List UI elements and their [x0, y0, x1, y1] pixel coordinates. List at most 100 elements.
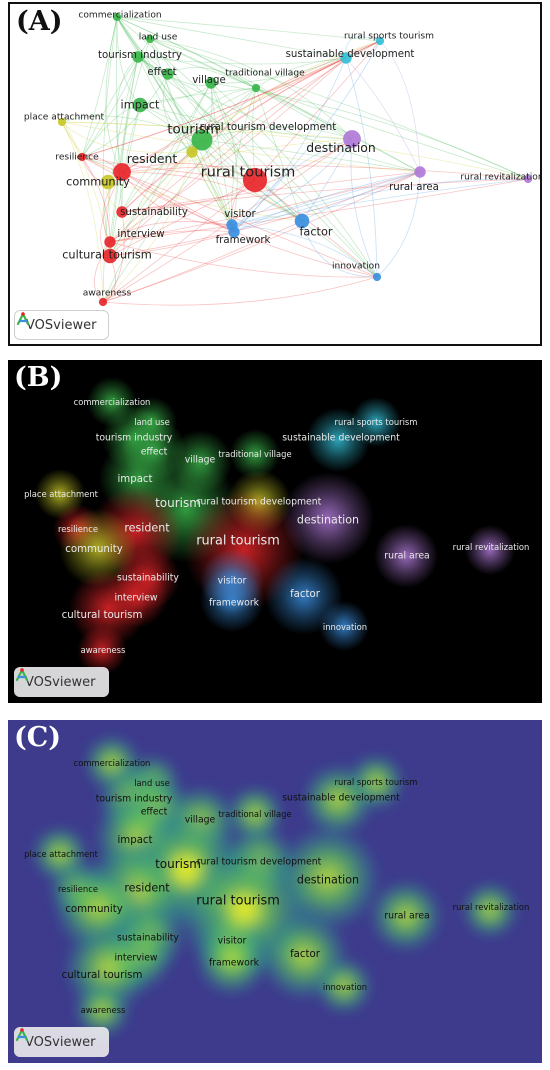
node-label-sustainability: sustainability: [117, 932, 179, 944]
link-edge: [149, 38, 257, 89]
node-label-effect: effect: [140, 806, 168, 818]
node-resilience[interactable]: [77, 152, 87, 162]
link-edge: [116, 16, 381, 42]
link-edge: [191, 151, 303, 222]
node-label-effect: effect: [140, 446, 168, 458]
link-edge: [109, 56, 139, 243]
link-edge: [109, 179, 256, 257]
link-edge: [109, 57, 347, 257]
glow-rural-area: [374, 524, 438, 588]
node-label-commercialization: commercialization: [73, 396, 151, 407]
node-label-tourism: tourism: [155, 857, 201, 871]
node-label-cultural-tourism: cultural tourism: [62, 248, 152, 262]
node-destination[interactable]: [343, 130, 361, 148]
node-rural-tourism[interactable]: [242, 167, 268, 193]
link-edge: [210, 82, 378, 278]
link-edge: [210, 82, 256, 181]
link-edge: [116, 16, 193, 153]
link-group: [61, 16, 529, 306]
link-edge: [109, 230, 235, 243]
link-edge: [109, 151, 193, 257]
node-label-traditional-village: traditional village: [218, 448, 292, 459]
density-blob-rural-area: [370, 880, 442, 952]
link-edge: [109, 171, 421, 243]
link-edge: [102, 276, 378, 306]
node-label-tourism: tourism: [167, 121, 219, 138]
link-edge: [121, 87, 257, 213]
node-village[interactable]: [205, 77, 217, 89]
link-edge: [116, 16, 256, 181]
link-edge: [107, 138, 353, 183]
node-rural-tourism-development[interactable]: [186, 146, 198, 158]
link-edge: [61, 121, 353, 140]
node-place-attachment[interactable]: [57, 117, 67, 127]
node-rural-area[interactable]: [414, 166, 426, 178]
node-traditional-village[interactable]: [251, 83, 261, 93]
vosviewer-logo-text: VOSviewer: [25, 674, 96, 690]
node-label-place-attachment: place attachment: [24, 848, 98, 859]
node-factor[interactable]: [294, 213, 310, 229]
node-interview[interactable]: [104, 236, 116, 248]
link-edge: [109, 151, 193, 243]
link-edge: [121, 171, 233, 226]
node-resident[interactable]: [113, 163, 131, 181]
vosviewer-logo-icon: [16, 311, 30, 326]
link-edge: [102, 151, 193, 303]
link-edge: [149, 38, 235, 233]
link-edge: [376, 171, 421, 278]
node-label-rural-sports-tourism: rural sports tourism: [334, 416, 418, 427]
link-edge: [162, 73, 193, 153]
node-label-framework: framework: [215, 234, 271, 246]
node-tourism-industry[interactable]: [132, 51, 144, 63]
link-edge: [116, 16, 141, 106]
vosviewer-logo-icon: [15, 1027, 29, 1042]
link-edge: [121, 57, 347, 173]
node-commercialization[interactable]: [112, 12, 122, 22]
link-edge: [210, 82, 238, 226]
node-effect[interactable]: [162, 68, 174, 80]
link-edge: [116, 16, 233, 226]
link-edge: [81, 16, 118, 158]
node-rural-sports-tourism[interactable]: [375, 36, 385, 46]
node-cultural-tourism[interactable]: [102, 248, 118, 264]
link-edge: [379, 40, 421, 173]
node-rural-revitalization[interactable]: [523, 174, 533, 184]
node-label-resilience: resilience: [58, 883, 98, 894]
link-edge: [61, 121, 529, 180]
node-land-use[interactable]: [145, 34, 155, 44]
node-label-rural-area: rural area: [384, 910, 430, 922]
node-label-rural-revitalization: rural revitalization: [452, 541, 530, 552]
vosviewer-logo-text: VOSviewer: [26, 317, 97, 333]
panel-a-label: (A): [16, 6, 63, 37]
vosviewer-logo: VOSviewer: [14, 1027, 109, 1057]
link-edge: [121, 138, 353, 213]
node-label-resilience: resilience: [55, 152, 99, 163]
node-label-community: community: [66, 175, 130, 189]
link-edge: [301, 171, 421, 222]
link-edge: [201, 139, 421, 173]
node-sustainability[interactable]: [116, 206, 128, 218]
node-label-community: community: [65, 543, 123, 555]
node-label-rural-tourism: rural tourism: [196, 893, 280, 909]
link-edge: [109, 56, 139, 257]
node-impact[interactable]: [132, 97, 148, 113]
glow-traditional-village: [230, 429, 280, 479]
node-label-rural-sports-tourism: rural sports tourism: [334, 776, 418, 787]
link-edge: [102, 16, 118, 257]
node-label-rural-revitalization: rural revitalization: [452, 901, 530, 912]
node-framework[interactable]: [228, 226, 240, 238]
node-sustainable-development[interactable]: [340, 52, 352, 64]
node-awareness[interactable]: [98, 297, 108, 307]
link-edge: [254, 40, 381, 181]
link-edge: [167, 73, 303, 222]
node-tourism[interactable]: [191, 129, 213, 151]
link-edge: [121, 163, 256, 181]
node-innovation[interactable]: [372, 272, 382, 282]
node-label-resident: resident: [124, 881, 170, 895]
node-community[interactable]: [100, 174, 116, 190]
node-label-visitor: visitor: [217, 935, 247, 947]
density-blob-awareness: [74, 982, 130, 1038]
link-edge: [105, 16, 123, 173]
link-edge: [109, 221, 233, 243]
node-label-framework: framework: [208, 957, 260, 969]
